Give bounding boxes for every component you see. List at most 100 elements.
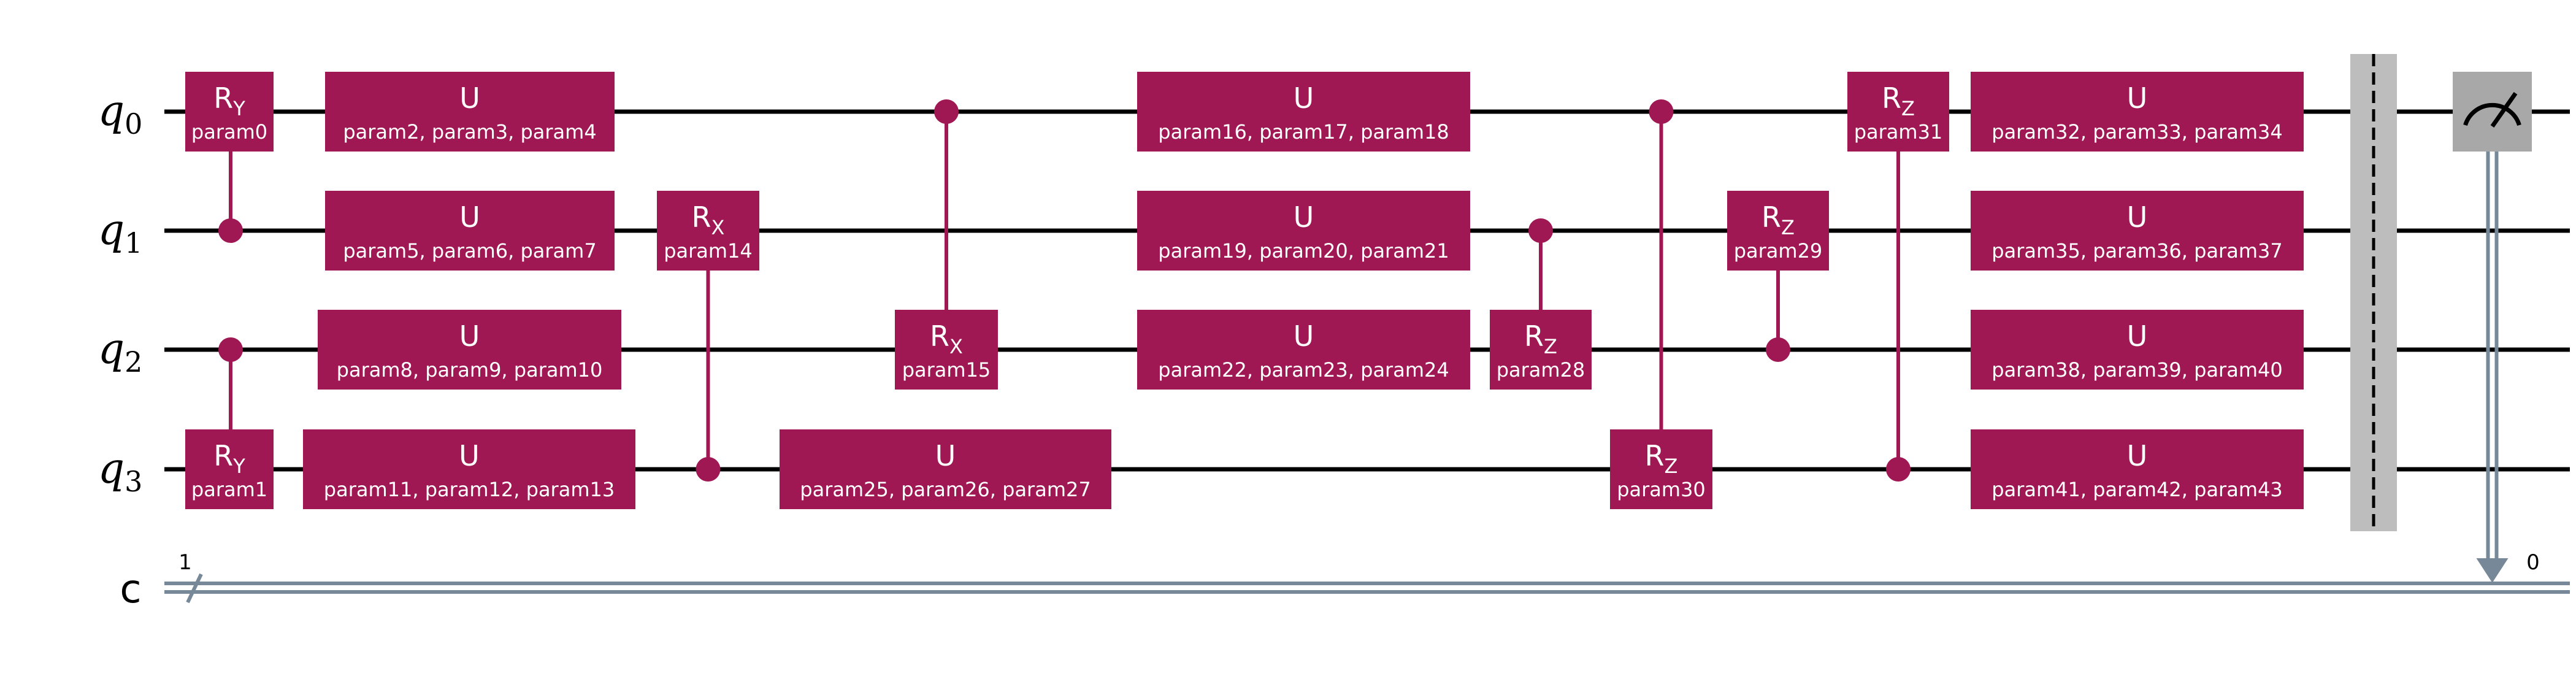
gate-params: param5, param6, param7: [343, 239, 596, 263]
gate-name: U: [459, 439, 480, 472]
gate-box: [318, 310, 621, 390]
ry-q0-q1-control-dot: [218, 218, 243, 243]
gate-params: param1: [191, 478, 267, 501]
gate-box: [1137, 310, 1470, 390]
gate-name-subscript: X: [711, 216, 725, 239]
gate-name-subscript: Y: [232, 97, 245, 120]
gate-box: [895, 310, 998, 390]
gate-box: [185, 429, 274, 509]
crz-q3-q0-control-dot: [1886, 457, 1911, 482]
qubit-label-q0: q0: [98, 87, 143, 140]
qubit-label-q2: q2: [98, 325, 143, 378]
gate-params: param38, param39, param40: [1991, 358, 2282, 382]
gate-box: [1490, 310, 1592, 390]
qubit-label-q3: q3: [98, 445, 143, 498]
meter-needle-icon: [2490, 91, 2518, 128]
gate-name: U: [935, 439, 956, 472]
wires-layer: [164, 109, 2570, 472]
gate-box: [325, 191, 615, 271]
gate-name: U: [459, 320, 480, 353]
gate-box: [1137, 191, 1470, 271]
gate-name: RX: [930, 320, 963, 358]
crz-q0-q3-control-dot: [1649, 99, 1674, 124]
gate-params: param8, param9, param10: [337, 358, 603, 382]
gate-box: [1610, 429, 1712, 509]
meter-arc-icon: [2463, 103, 2521, 126]
gate-name: U: [1294, 320, 1314, 353]
ry-q2-q3-control-dot: [218, 337, 243, 362]
gate-box: [780, 429, 1111, 509]
controls-layer: [218, 99, 1911, 482]
qubit-label-index: 2: [125, 345, 142, 378]
classical-register-size: 1: [178, 550, 192, 575]
measure-bit-label: 0: [2526, 550, 2540, 575]
gate-params: param15: [902, 358, 991, 382]
gate-params: param30: [1617, 478, 1706, 501]
gate-box: [1727, 191, 1829, 271]
gate-params: param25, param26, param27: [800, 478, 1091, 501]
gate-name: U: [1294, 82, 1314, 115]
gate-box: [303, 429, 635, 509]
measure-box: [2453, 72, 2532, 152]
gate-box: [1971, 72, 2304, 152]
gate-box: [185, 72, 274, 152]
qubit-label-index: 1: [125, 226, 142, 259]
gate-box: [1971, 429, 2304, 509]
gate-params: param2, param3, param4: [343, 120, 596, 144]
gate-name: U: [2127, 201, 2148, 234]
gate-params: param32, param33, param34: [1991, 120, 2282, 144]
gate-params: param11, param12, param13: [324, 478, 615, 501]
gate-name: U: [459, 201, 480, 234]
gate-name: U: [1294, 201, 1314, 234]
gate-params: param16, param17, param18: [1158, 120, 1449, 144]
gate-name-subscript: X: [949, 335, 963, 358]
gate-name-subscript: Z: [1901, 97, 1915, 120]
classical-register-layer: [164, 573, 2570, 604]
gate-params: param22, param23, param24: [1158, 358, 1449, 382]
qubit-label-index: 3: [125, 465, 142, 498]
gate-name: U: [2127, 82, 2148, 115]
register-size-slash: [186, 573, 203, 604]
qubit-label-index: 0: [125, 107, 142, 140]
barrier-layer: [2350, 54, 2397, 531]
gate-params: param29: [1734, 239, 1823, 263]
gate-box: [657, 191, 759, 271]
measure-arrowhead: [2476, 558, 2509, 583]
gate-box: [1847, 72, 1949, 152]
gate-params: param41, param42, param43: [1991, 478, 2282, 501]
gate-params: param0: [191, 120, 267, 144]
gate-name: U: [2127, 320, 2148, 353]
gate-box: [1971, 191, 2304, 271]
gate-params: param19, param20, param21: [1158, 239, 1449, 263]
gate-name-subscript: Z: [1781, 216, 1795, 239]
gate-box: [1137, 72, 1470, 152]
gate-params: param31: [1854, 120, 1943, 144]
gate-name: U: [459, 82, 480, 115]
gate-params: param28: [1497, 358, 1585, 382]
gate-name: U: [2127, 439, 2148, 472]
gate-name-subscript: Z: [1665, 455, 1678, 478]
crz-q2-q1-control-dot: [1766, 337, 1790, 362]
gate-params: param14: [664, 239, 753, 263]
classical-register-label: c: [120, 567, 141, 612]
